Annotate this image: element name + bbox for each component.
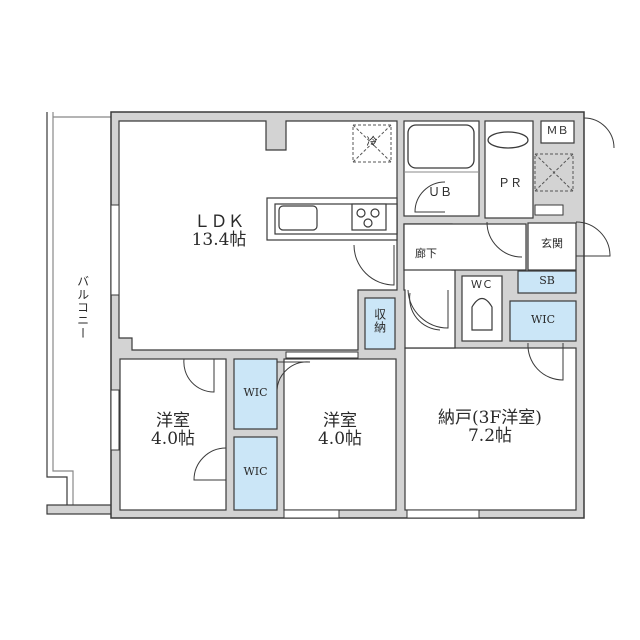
storeroom-size: 7.2帖 [467, 425, 513, 446]
storeroom-label: 納戸(3F洋室) 7.2帖 [420, 408, 560, 446]
washer-icon [534, 153, 574, 192]
ldk-label: ＬＤＫ 13.4帖 [179, 212, 259, 250]
western-room-2-label: 洋室 4.0帖 [305, 411, 375, 449]
balcony-label: バルコニー [75, 275, 90, 340]
entrance-label: 玄関 [541, 237, 563, 250]
storeroom-room [404, 347, 577, 511]
sb-label: SB [539, 274, 555, 287]
bathtub-icon [407, 124, 475, 169]
fridge-icon [352, 124, 392, 163]
wic-lower-label: WIC [243, 465, 268, 478]
kitchen-counter [266, 197, 398, 241]
balcony-slab [46, 504, 116, 515]
closet-storage [364, 297, 396, 350]
ldk-room [118, 120, 398, 351]
shelf [534, 204, 564, 216]
pr-label: ＰＲ [497, 176, 522, 190]
room-interiors [118, 120, 577, 511]
door-swings [183, 117, 615, 481]
shoe-box [517, 270, 577, 294]
storeroom-name: 納戸(3F洋室) [438, 408, 542, 428]
western-room-2 [283, 358, 397, 511]
washbasin-icon [487, 131, 529, 149]
western-room-1-name: 洋室 [156, 411, 190, 431]
balcony-outline [46, 112, 112, 505]
ldk-size: 13.4帖 [191, 229, 247, 250]
wic-entry-label: WIC [530, 313, 556, 326]
wc-label: ＷＣ [471, 278, 493, 291]
western-room-1-label: 洋室 4.0帖 [138, 411, 208, 449]
mb-label: ＭＢ [546, 124, 569, 137]
meter-box [540, 120, 575, 144]
storage-spaces [233, 270, 577, 511]
wic-upper [233, 358, 278, 430]
toilet-icon [471, 297, 493, 331]
hallway-label: 廊下 [415, 247, 437, 260]
ub-label: ＵＢ [427, 185, 452, 199]
western-room-1-size: 4.0帖 [150, 428, 196, 449]
entrance [527, 222, 577, 271]
fridge-label: 冷 [366, 135, 378, 148]
western-room-2-name: 洋室 [323, 411, 357, 431]
western-room-1 [119, 358, 227, 511]
wic-lower [233, 436, 278, 511]
wic-entry [509, 300, 577, 342]
closet-label: 収納 [372, 308, 387, 334]
wic-upper-label: WIC [243, 386, 268, 399]
western-room-2-size: 4.0帖 [317, 428, 363, 449]
ldk-name: ＬＤＫ [193, 212, 245, 232]
sink-icon [278, 205, 318, 231]
windows [110, 204, 480, 519]
